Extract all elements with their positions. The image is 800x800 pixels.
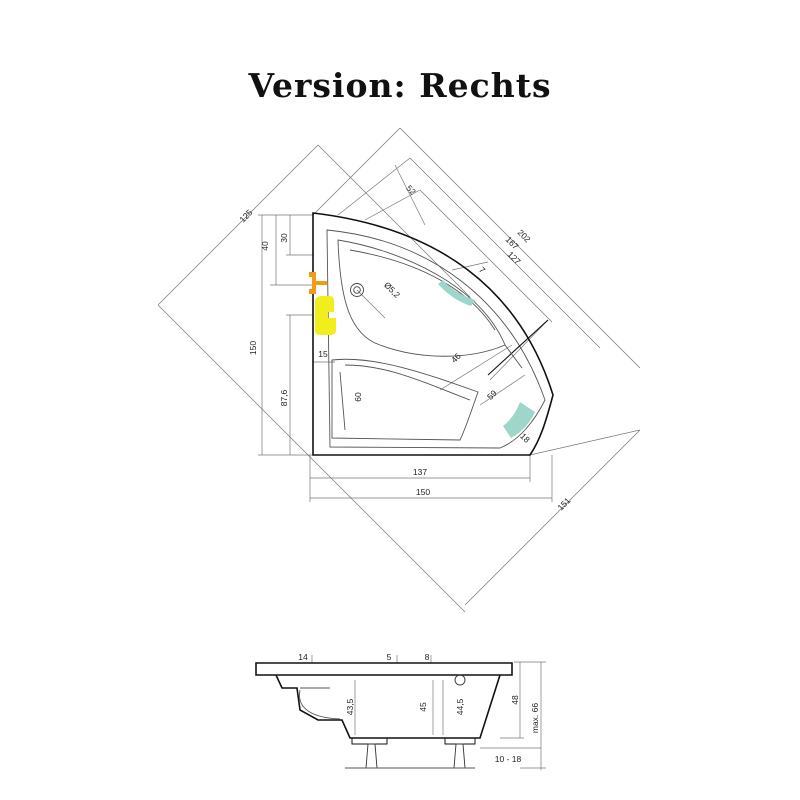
side-view: 14 5 8 43,5 45 44,5 48 max. 66 10 - 18 bbox=[255, 652, 546, 770]
foot-right-icon bbox=[453, 743, 466, 769]
bathtub-outline bbox=[312, 212, 554, 456]
dim-151: 151 bbox=[555, 495, 572, 512]
dim-15: 15 bbox=[318, 349, 328, 359]
bathtub-basin bbox=[337, 239, 506, 357]
dim-87-6: 87,6 bbox=[279, 389, 289, 406]
dim-18: 18 bbox=[518, 431, 532, 445]
dim-150-left: 150 bbox=[248, 341, 258, 355]
dim-52: 52 bbox=[404, 183, 418, 197]
drain-icon bbox=[350, 283, 364, 297]
dim-44-5: 44,5 bbox=[455, 698, 465, 715]
dim-40: 40 bbox=[260, 241, 270, 251]
page-title: Version: Rechts bbox=[248, 66, 552, 105]
faucet-icon bbox=[309, 272, 327, 294]
side-drain-icon bbox=[454, 674, 466, 686]
handle-upper-icon bbox=[438, 280, 475, 306]
dim-max-66: max. 66 bbox=[530, 703, 540, 734]
dim-60: 60 bbox=[353, 392, 363, 402]
dim-46: 46 bbox=[449, 351, 463, 365]
top-view-dimension-lines bbox=[157, 127, 641, 613]
headrest-icon bbox=[315, 296, 336, 335]
bathtub-rim-inner bbox=[326, 229, 546, 449]
dim-8: 8 bbox=[425, 652, 430, 662]
foot-left-icon bbox=[365, 743, 378, 769]
dim-150-bottom: 150 bbox=[416, 487, 430, 497]
top-view: 125 40 30 150 87,6 15 60 52 7 Ø5,2 46 59… bbox=[157, 127, 641, 613]
bathtub-seat-left bbox=[331, 358, 479, 441]
dim-14: 14 bbox=[298, 652, 308, 662]
dim-43-5: 43,5 bbox=[345, 698, 355, 715]
dim-5: 5 bbox=[387, 652, 392, 662]
dim-127: 127 bbox=[506, 249, 523, 266]
dim-125: 125 bbox=[237, 207, 254, 224]
dim-30: 30 bbox=[279, 233, 289, 243]
dim-48: 48 bbox=[510, 695, 520, 705]
handle-lower-icon bbox=[503, 402, 535, 438]
dim-diameter-5-2: Ø5,2 bbox=[382, 280, 402, 300]
side-view-rim bbox=[255, 662, 513, 676]
dim-137: 137 bbox=[413, 467, 427, 477]
dim-10-18: 10 - 18 bbox=[495, 754, 522, 764]
dim-7: 7 bbox=[477, 265, 488, 276]
dim-59: 59 bbox=[485, 388, 499, 402]
side-view-dimension-lines bbox=[311, 655, 546, 770]
dim-45: 45 bbox=[418, 702, 428, 712]
side-view-body bbox=[275, 674, 501, 739]
